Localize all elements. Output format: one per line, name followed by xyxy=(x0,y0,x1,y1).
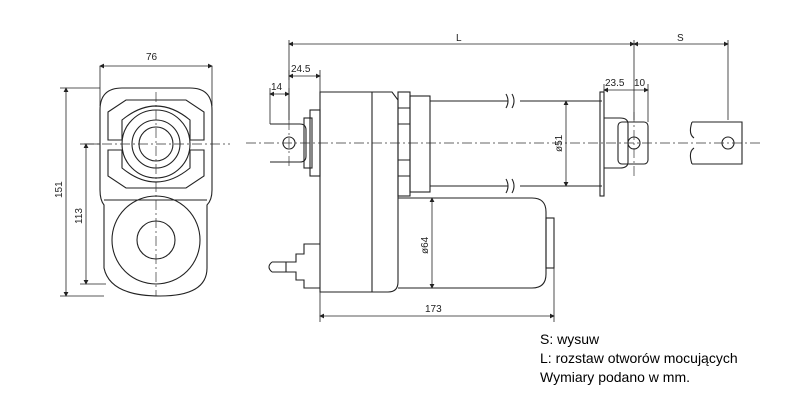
front-centerlines xyxy=(84,92,230,296)
dim-L xyxy=(288,40,635,120)
dim-14 xyxy=(269,88,290,124)
dim-173 xyxy=(319,268,555,322)
gearbox-housing xyxy=(319,91,399,293)
dim-24-5 xyxy=(288,70,321,92)
side-centerline xyxy=(246,112,760,176)
dim-113 xyxy=(80,143,106,285)
legend-mounting-distance: L: rozstaw otworów mocujących xyxy=(540,350,738,366)
dim-23-5-10 xyxy=(603,84,649,122)
dim-113-label: 113 xyxy=(74,208,85,224)
dim-151-label: 151 xyxy=(54,181,65,198)
dim-23-5-label: 23.5 xyxy=(605,78,625,89)
dim-10-label: 10 xyxy=(634,78,646,89)
dim-S xyxy=(633,40,729,120)
legend-stroke: S: wysuw xyxy=(540,331,600,347)
dim-151 xyxy=(60,87,104,297)
legend: S: wysuw L: rozstaw otworów mocujących W… xyxy=(540,330,738,387)
dim-76 xyxy=(99,63,213,106)
dim-14-label: 14 xyxy=(271,82,283,93)
front-housing-outline xyxy=(99,87,213,297)
legend-units-note: Wymiary podano w mm. xyxy=(540,369,691,385)
dim-L-label: L xyxy=(456,33,462,44)
dim-d64-label: ø64 xyxy=(420,236,431,254)
dim-173-label: 173 xyxy=(425,304,442,315)
front-top-lobes xyxy=(107,99,205,141)
dim-24-5-label: 24.5 xyxy=(291,64,311,75)
dim-76-label: 76 xyxy=(146,52,158,63)
dim-S-label: S xyxy=(677,33,684,44)
outer-tube xyxy=(430,100,508,187)
cable-gland xyxy=(285,243,320,289)
side-view xyxy=(268,91,743,293)
dim-d51-label: ø51 xyxy=(554,134,565,152)
